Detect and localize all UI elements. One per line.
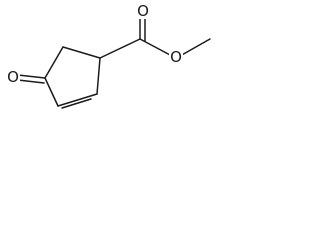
ketone-double-bond-line-b xyxy=(17,79,45,84)
ester-oxygen-to-methyl-bond xyxy=(179,38,211,57)
ring-bond-ketone-c-to-ch2 xyxy=(44,46,64,79)
ring-bond-ch2-to-ch xyxy=(62,46,101,59)
ring-to-ester-carbon-bond xyxy=(99,38,141,59)
ketone-double-bond-line-a xyxy=(17,74,46,79)
ester-oxygen-label: O xyxy=(170,48,182,66)
chemical-structure: O O O xyxy=(0,0,220,122)
ketone-oxygen-label-background xyxy=(6,69,20,85)
ring-bond-alkene-c-to-ketone-c xyxy=(44,77,59,107)
ketone-oxygen-label: O xyxy=(7,68,19,86)
ester-carbon-to-oxygen-bond xyxy=(139,38,173,57)
ring-double-bond-inner-line xyxy=(61,98,92,109)
ester-oxygen-label-background xyxy=(169,49,183,65)
molecule-drawing: O O O xyxy=(6,2,211,109)
carbonyl-oxygen-label-background xyxy=(136,3,150,19)
carbonyl-oxygen-label: O xyxy=(137,2,149,20)
ring-bond-alkene-c-to-c xyxy=(57,93,98,107)
ring-bond-ch-to-alkene-c xyxy=(96,57,101,95)
